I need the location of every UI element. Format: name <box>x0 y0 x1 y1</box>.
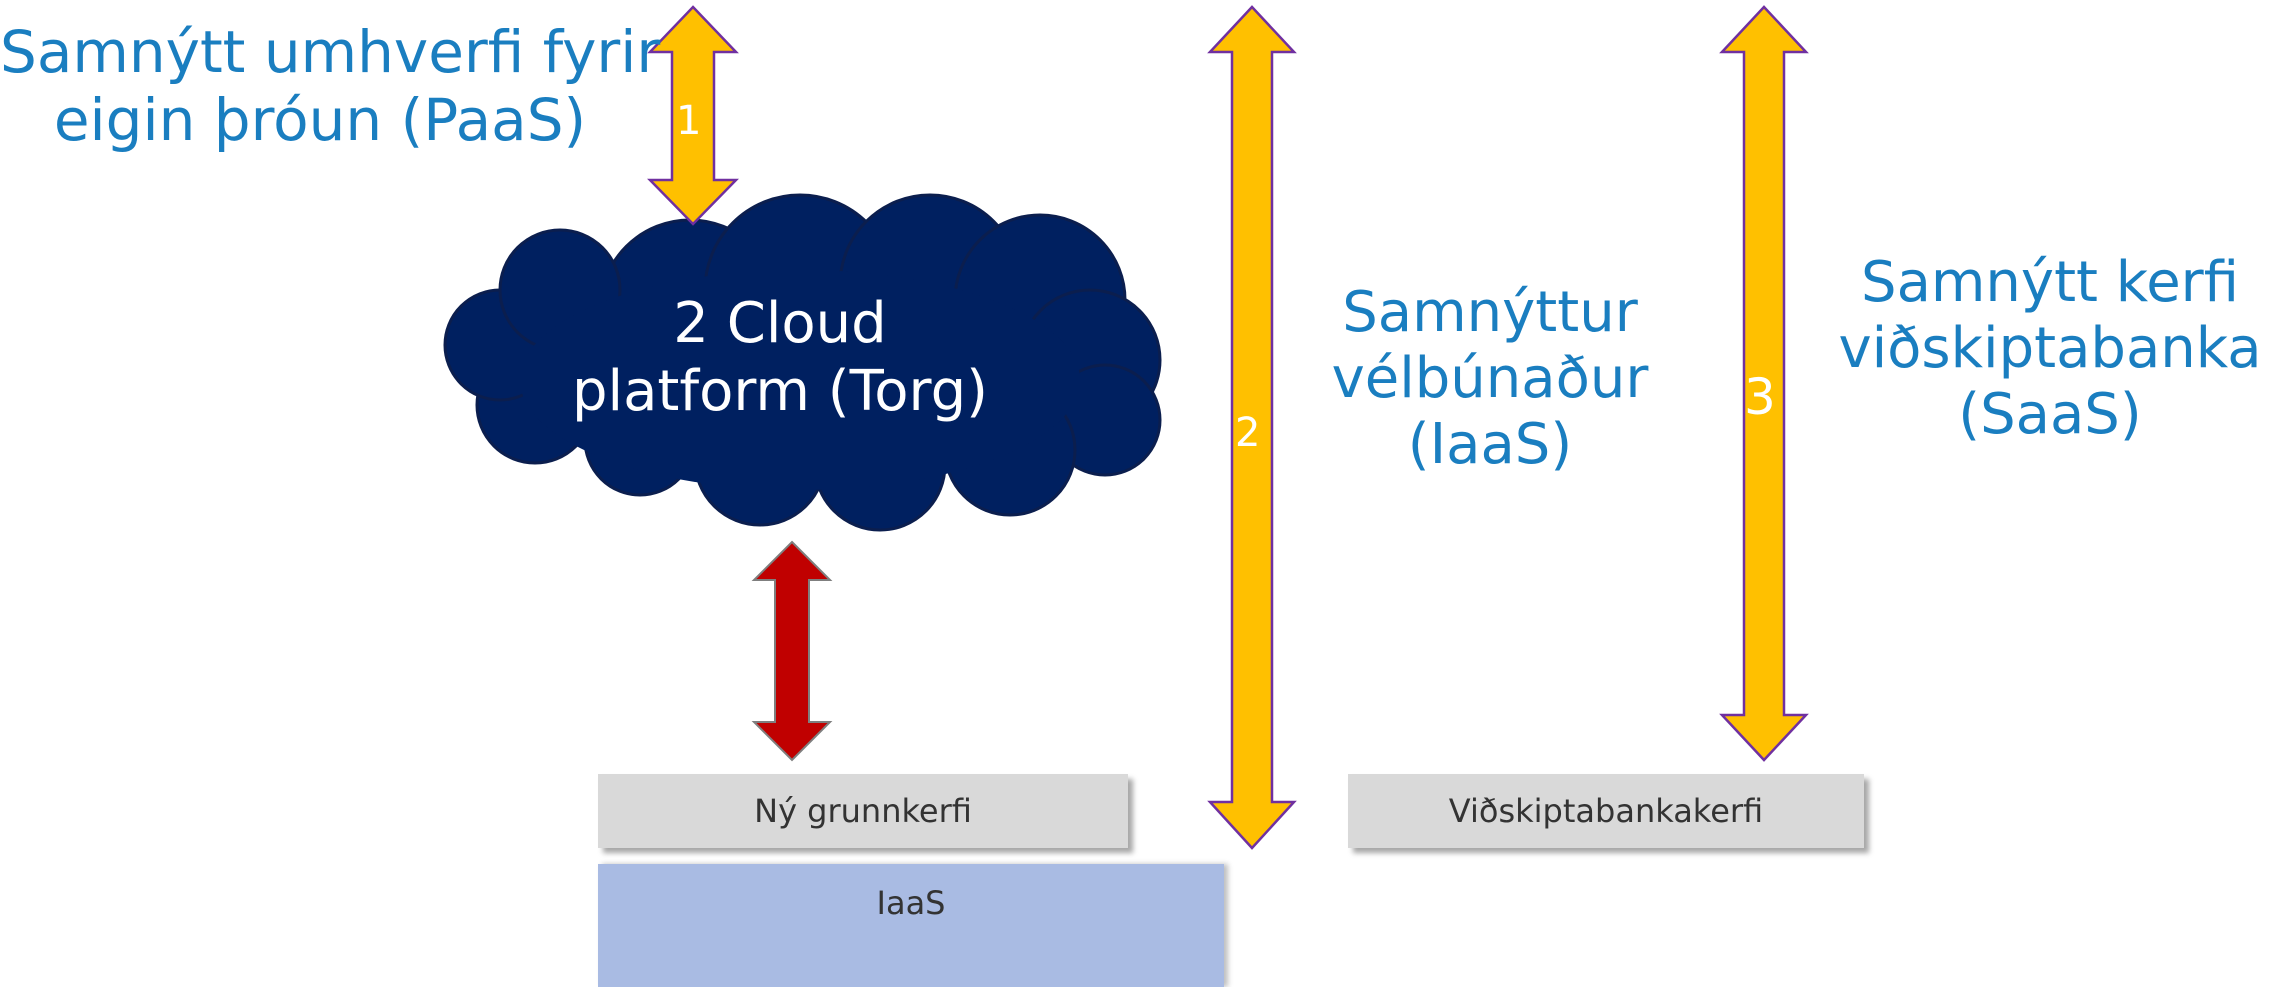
iaas-label-line-3: (IaaS) <box>1407 412 1573 478</box>
saas-label-line-2: viðskiptabanka <box>1838 316 2262 382</box>
iaas-label-line-1: Samnýttur <box>1342 280 1638 345</box>
arrow-1-shape <box>647 5 739 226</box>
ny-grunnkerfi-label: Ný grunnkerfi <box>754 792 972 830</box>
vidskiptabankakerfi-box: Viðskiptabankakerfi <box>1348 774 1864 848</box>
cloud-shape <box>443 193 1162 532</box>
iaas-label-line-2: vélbúnaður <box>1331 346 1649 412</box>
cloud-label-line-1: 2 Cloud <box>673 291 887 356</box>
arrow-3-shape <box>1719 5 1809 762</box>
cloud-platform-label: 2 Cloud platform (Torg) <box>520 290 1040 427</box>
saas-label-line-1: Samnýtt kerfi <box>1861 250 2239 315</box>
arrow-1-number: 1 <box>676 98 702 144</box>
arrow-3-number: 3 <box>1744 368 1776 426</box>
saas-label: Samnýtt kerfi viðskiptabanka (SaaS) <box>1830 250 2270 448</box>
paas-label: Samnýtt umhverfi fyrir eigin þróun (PaaS… <box>0 18 661 155</box>
saas-label-line-3: (SaaS) <box>1958 382 2142 448</box>
iaas-box: IaaS <box>598 864 1224 987</box>
paas-label-line-2: eigin þróun (PaaS) <box>53 86 587 155</box>
cloud-label-line-2: platform (Torg) <box>572 359 988 425</box>
paas-label-line-1: Samnýtt umhverfi fyrir <box>0 18 661 86</box>
red-arrow-shape <box>751 540 833 762</box>
ny-grunnkerfi-box: Ný grunnkerfi <box>598 774 1128 848</box>
iaas-label: Samnýttur vélbúnaður (IaaS) <box>1300 280 1680 478</box>
arrow-2-number: 2 <box>1235 410 1261 456</box>
vidskiptabankakerfi-label: Viðskiptabankakerfi <box>1448 792 1764 830</box>
iaas-box-label: IaaS <box>876 884 946 922</box>
arrow-2-shape <box>1207 5 1297 850</box>
